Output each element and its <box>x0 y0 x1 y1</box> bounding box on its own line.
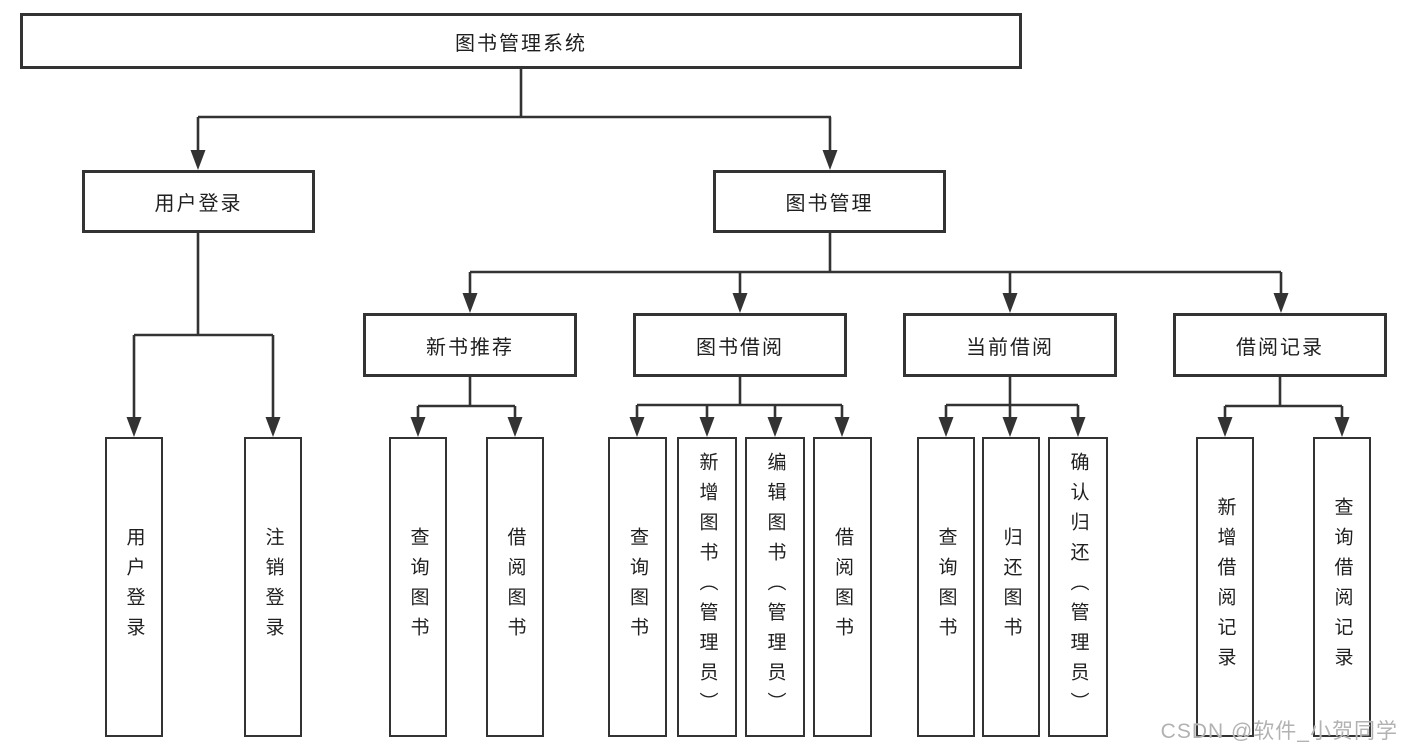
arrow-down-icon <box>1002 417 1018 437</box>
node-root: 图书管理系统 <box>20 13 1022 69</box>
arrow-down-icon <box>834 417 850 437</box>
node-user-login: 用户登录 <box>82 170 315 233</box>
arrow-down-icon <box>629 417 645 437</box>
node-user-login-label: 用户登录 <box>154 193 243 215</box>
leaf-edit-book-admin-label: 编辑图书（管理员） <box>764 452 786 722</box>
arrow-down-icon <box>462 293 478 313</box>
leaf-query-books-recommend: 查询图书 <box>389 437 447 737</box>
arrow-down-icon <box>1334 417 1350 437</box>
node-book-management: 图书管理 <box>713 170 946 233</box>
leaf-confirm-return-admin-label: 确认归还（管理员） <box>1067 452 1089 722</box>
node-new-book-recommend: 新书推荐 <box>363 313 577 377</box>
node-current-borrow: 当前借阅 <box>903 313 1117 377</box>
arrow-down-icon <box>699 417 715 437</box>
node-book-management-label: 图书管理 <box>785 193 874 215</box>
leaf-query-borrow-record: 查询借阅记录 <box>1313 437 1371 737</box>
node-book-borrow-label: 图书借阅 <box>696 336 784 359</box>
leaf-query-books-borrow-label: 查询图书 <box>627 527 648 647</box>
arrow-down-icon <box>410 417 426 437</box>
node-root-label: 图书管理系统 <box>455 32 587 55</box>
leaf-add-book-admin-label: 新增图书（管理员） <box>696 452 718 722</box>
leaf-return-book-label: 归还图书 <box>1000 527 1022 647</box>
node-borrow-records-label: 借阅记录 <box>1236 336 1324 359</box>
leaf-confirm-return-admin: 确认归还（管理员） <box>1048 437 1108 737</box>
leaf-return-book: 归还图书 <box>982 437 1040 737</box>
leaf-borrow-books-borrow: 借阅图书 <box>813 437 872 737</box>
leaf-user-login-label: 用户登录 <box>123 527 145 647</box>
arrow-down-icon <box>732 293 748 313</box>
leaf-query-borrow-record-label: 查询借阅记录 <box>1331 497 1353 677</box>
leaf-logout-label: 注销登录 <box>262 527 284 647</box>
leaf-borrow-books-borrow-label: 借阅图书 <box>832 527 853 647</box>
arrow-down-icon <box>1217 417 1233 437</box>
node-current-borrow-label: 当前借阅 <box>966 336 1054 359</box>
leaf-query-books-current-label: 查询图书 <box>935 527 957 647</box>
leaf-logout: 注销登录 <box>244 437 302 737</box>
arrow-down-icon <box>938 417 954 437</box>
arrow-down-icon <box>1273 293 1289 313</box>
leaf-borrow-books-recommend: 借阅图书 <box>486 437 544 737</box>
arrow-down-icon <box>822 150 838 170</box>
node-new-book-recommend-label: 新书推荐 <box>426 336 514 359</box>
node-borrow-records: 借阅记录 <box>1173 313 1387 377</box>
arrow-down-icon <box>1002 293 1018 313</box>
watermark: CSDN @软件_小贺同学 <box>1160 720 1398 743</box>
leaf-query-books-borrow: 查询图书 <box>608 437 667 737</box>
leaf-query-books-recommend-label: 查询图书 <box>407 527 429 647</box>
arrow-down-icon <box>126 417 142 437</box>
leaf-add-borrow-record: 新增借阅记录 <box>1196 437 1254 737</box>
leaf-add-borrow-record-label: 新增借阅记录 <box>1214 497 1236 677</box>
arrow-down-icon <box>507 417 523 437</box>
arrow-down-icon <box>190 150 206 170</box>
arrow-down-icon <box>265 417 281 437</box>
leaf-user-login: 用户登录 <box>105 437 163 737</box>
leaf-add-book-admin: 新增图书（管理员） <box>677 437 737 737</box>
leaf-borrow-books-recommend-label: 借阅图书 <box>504 527 526 647</box>
arrow-down-icon <box>1070 417 1086 437</box>
leaf-edit-book-admin: 编辑图书（管理员） <box>745 437 805 737</box>
node-book-borrow: 图书借阅 <box>633 313 847 377</box>
arrow-down-icon <box>767 417 783 437</box>
leaf-query-books-current: 查询图书 <box>917 437 975 737</box>
